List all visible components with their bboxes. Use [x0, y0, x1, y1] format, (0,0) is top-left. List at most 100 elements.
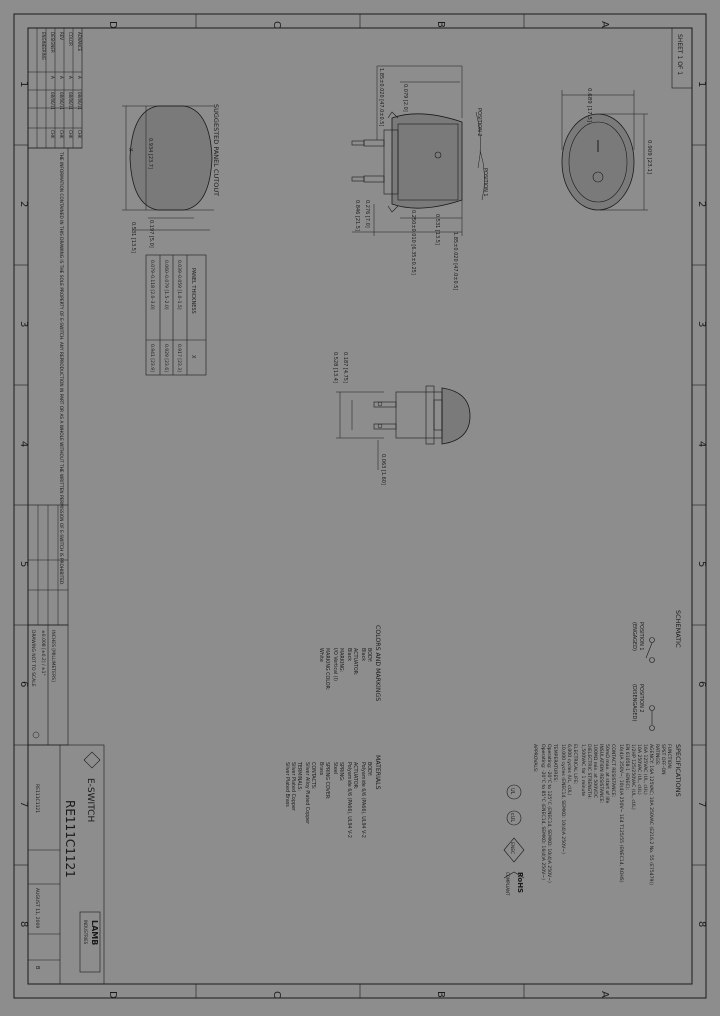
cutout-dim-197: 0.197 [5.0] — [148, 220, 154, 248]
materials-line-1: BODY: — [366, 762, 372, 777]
colors-title: COLORS AND MARKINGS — [374, 625, 381, 701]
part-number: RE111C1121 — [63, 800, 77, 878]
materials-line-5: SPRING: — [338, 762, 344, 782]
zone-letter-top-b: B — [435, 21, 446, 28]
drawing-rev: B — [34, 966, 40, 970]
end-dim-063: 0.063 [1.60] — [380, 454, 386, 485]
zone-numbers-right: 1 2 3 4 5 6 7 8 — [696, 81, 707, 927]
zone-number-left-3: 3 — [18, 321, 29, 327]
e-switch-logo-icon — [83, 751, 101, 769]
zone-number-left-6: 6 — [18, 681, 29, 687]
panel-thickness-table: PANEL THICKNESS X 0.039–0.059 [1.0–1.5] … — [145, 254, 207, 376]
side-position-1-label: POSITION 1 — [482, 168, 488, 197]
colors-line-8: White — [318, 648, 324, 662]
schematic-title: SCHEMATIC — [674, 610, 682, 648]
zone-number-right-1: 1 — [696, 81, 707, 87]
off-symbol-icon — [592, 171, 604, 183]
rev-row-1-by: CHK — [77, 130, 82, 139]
approval-mark-cul: cUL — [509, 813, 515, 822]
side-dim-top: 0.079 [2.0] — [402, 84, 408, 112]
zone-number-left-1: 1 — [18, 81, 29, 87]
rev-row-2-by: CHK — [68, 130, 73, 139]
zone-number-left-8: 8 — [18, 921, 29, 927]
specifications-title: SPECIFICATIONS — [674, 744, 682, 797]
side-dim-531: 0.531 [13.5] — [434, 214, 440, 245]
rohs-sub: COMPLIANT — [505, 872, 510, 896]
rev-row-1-date: 08/06/11 — [77, 92, 82, 110]
zone-number-right-3: 3 — [696, 321, 707, 327]
zone-number-right-4: 4 — [696, 441, 707, 447]
end-dim-187: 0.187 [4.75] — [342, 352, 348, 383]
specifications-block: SPECIFICATIONS FUNCTION: SPST OFF-ON RAT… — [532, 743, 682, 885]
spec-line-3: RATINGS: — [654, 744, 660, 766]
zone-letter-bottom-d: D — [107, 991, 118, 999]
materials-line-13: Silver Plated Brass — [284, 762, 290, 807]
panel-table-row-1-thickness: 0.039–0.059 [1.0–1.5] — [176, 260, 182, 310]
spec-line-11: 50mΩ max. at start of life — [604, 744, 610, 804]
zone-ticks — [14, 14, 706, 998]
rev-label-4: DESIGNER — [50, 32, 55, 53]
materials-line-6: Steel — [332, 762, 338, 774]
panel-table-row-3-x: 0.941 [23.9] — [149, 344, 155, 372]
cutout-title: SUGGESTED PANEL CUTOUT — [212, 104, 220, 196]
materials-title: MATERIALS — [374, 755, 381, 790]
cutout-dim-h: 0.934 [23.7] — [147, 138, 153, 169]
ul-mark-icon — [506, 784, 522, 800]
zone-letter-bottom-a: A — [599, 991, 610, 998]
spec-line-14: DIELECTRIC STRENGTH: — [586, 744, 592, 799]
sheet-label-box — [671, 27, 693, 89]
spec-line-1: FUNCTION: — [666, 744, 672, 770]
spec-line-22: APPROVALS: — [532, 744, 538, 773]
side-dim-276: 0.276 [7.0] — [364, 200, 370, 228]
drawing-date: AUGUST 11, 2009 — [34, 888, 40, 928]
materials-line-7: SPRING COVER: — [324, 762, 330, 800]
spec-line-18: 10,000 cycles (ENEC14, SEMKO: 10(4)A 250… — [560, 744, 566, 854]
materials-line-11: TERMINALS: — [296, 761, 302, 791]
colors-line-3: ACTUATOR: — [352, 648, 358, 676]
schematic-position-1-sub: (ENGAGED) — [631, 622, 637, 651]
rev-row-3-rev: A — [59, 76, 64, 79]
approval-signature-block — [27, 504, 69, 626]
approval-marks: UL cUL ENEC RoHS COMPLIANT — [503, 784, 525, 896]
panel-cutout: X 0.934 [23.7] 0.197 [5.0] 0.531 [13.5] … — [122, 104, 220, 253]
spec-line-16: ELECTRICAL LIFE: — [572, 744, 578, 785]
rev-row-4-rev: A — [50, 76, 55, 79]
side-view: 1.85±0.020 [47.0±0.5] 0.079 [2.0] 1.85±0… — [351, 65, 488, 290]
scale-units-block: DRAWING NOT TO SCALE INCHES [MILLIMETERS… — [27, 624, 69, 746]
rev-label-1: ADVANCE — [77, 32, 82, 52]
rev-label-5: ENGINEERING — [41, 32, 46, 60]
materials-line-8: Brass — [318, 762, 324, 776]
rev-row-4-date: 08/06/11 — [50, 92, 55, 110]
approval-mark-ul: UL — [509, 788, 515, 795]
zone-numbers-left: 1 2 3 4 5 6 7 8 — [18, 81, 29, 927]
materials-line-9: CONTACTS: — [310, 762, 316, 790]
zone-letter-bottom-b: B — [435, 991, 446, 998]
materials-line-3: ACTUATOR: — [352, 762, 358, 790]
side-dim-top2: 1.85±0.020 [47.0±0.5] — [378, 68, 384, 126]
spec-line-20: Operating: -20°C to 125°C (ENEC14, SEMKO… — [546, 744, 552, 883]
rev-row-1-rev: A — [77, 76, 82, 79]
zone-number-right-8: 8 — [696, 921, 707, 927]
brand-right-sub: INDUSTRIES — [83, 920, 88, 945]
scale-note: DRAWING NOT TO SCALE — [30, 630, 36, 687]
rev-row-3-by: CHK — [59, 130, 64, 139]
colors-line-1: BODY: — [366, 648, 372, 663]
zone-letter-top-c: C — [271, 21, 282, 28]
spec-line-12: INSULATION RESISTANCE: — [598, 744, 604, 804]
materials-line-12: Silver Plated Copper — [290, 762, 296, 811]
schematic: SCHEMATIC POSITION 1 (ENGAGED) POSITION … — [631, 610, 682, 731]
rohs-check-icon — [503, 871, 525, 879]
rev-label-2: COLOR — [68, 32, 73, 46]
side-dim-thick: 0.250±0.010 [6.35±0.25] — [410, 210, 416, 275]
front-height-dim: 0.909 [23.1] — [646, 140, 652, 174]
spec-line-5: 16A 125VAC (UL, cUL) — [642, 744, 648, 795]
enec-mark-icon — [503, 837, 525, 863]
panel-table-row-2-thickness: 0.060–0.079 [1.5–2.0] — [163, 260, 169, 310]
side-position-2-label: POSITION 2 — [476, 108, 482, 137]
rohs-label: RoHS — [516, 872, 524, 893]
materials-line-10: Silver Alloy Plated Copper — [304, 762, 310, 824]
revision-table: ADVANCE COLOR REV DESIGNER ENGINEERING A… — [27, 27, 83, 149]
spec-line-4: AGENCY: 16A 125VAC; 10A 250VAC (E216.2 N… — [648, 744, 654, 885]
spec-line-21: Operating: -20°C to 85°C (ENEC14, SEMKO:… — [540, 744, 546, 880]
